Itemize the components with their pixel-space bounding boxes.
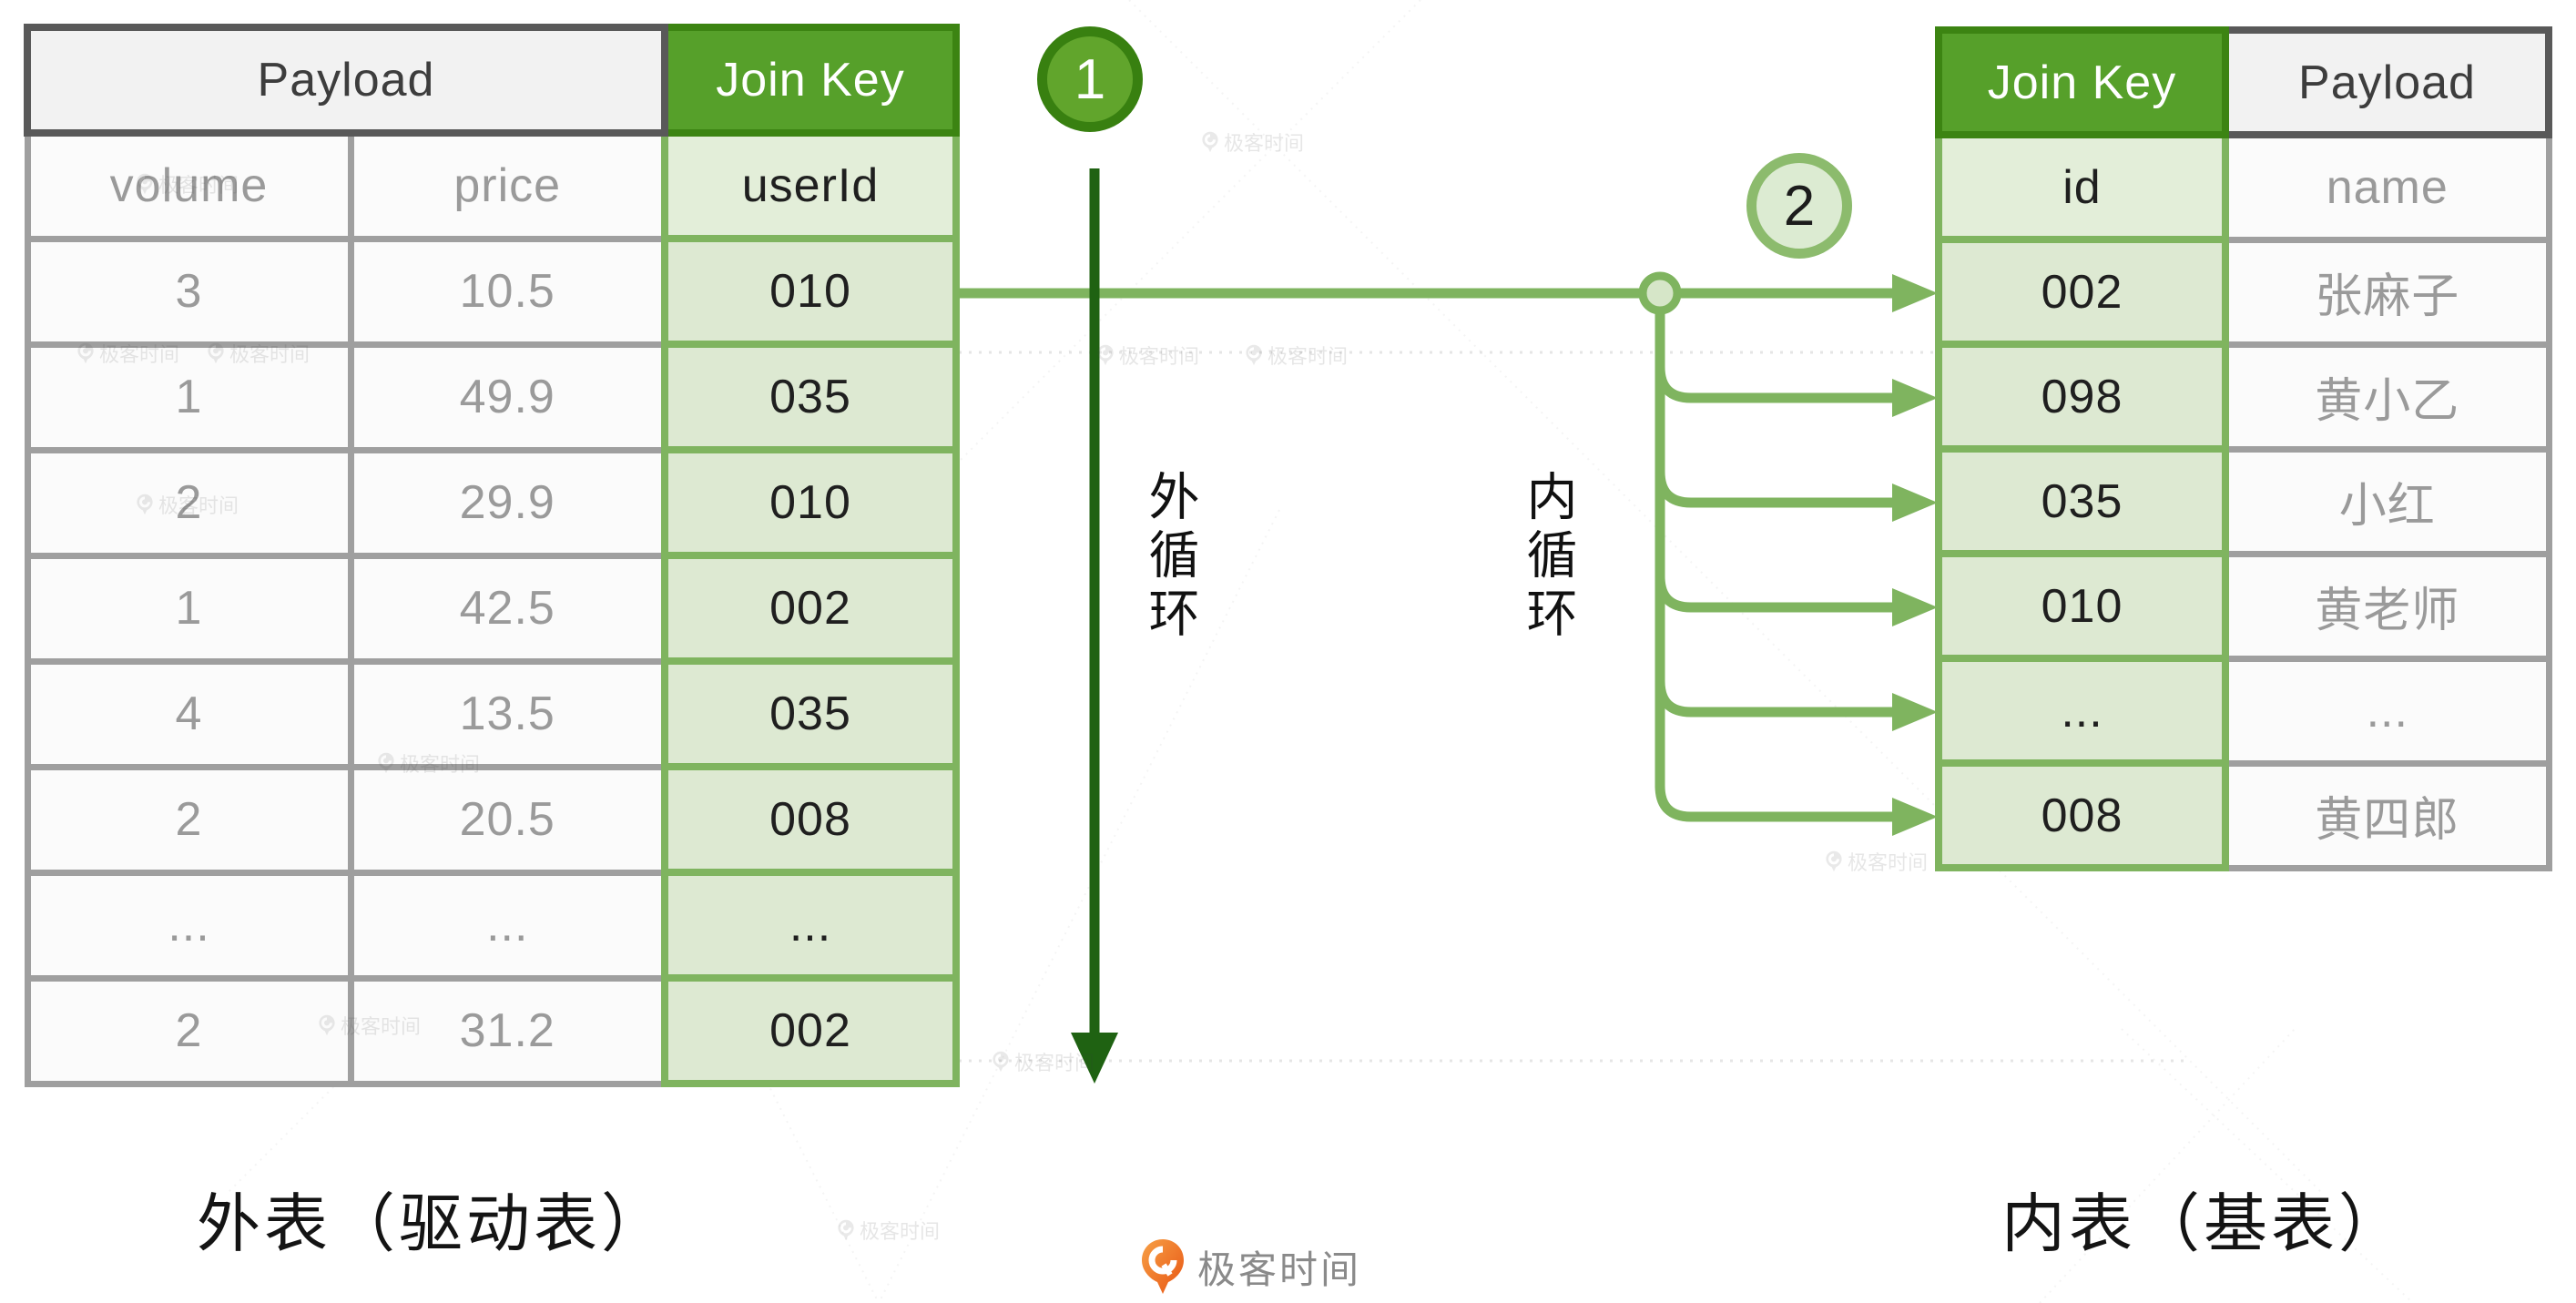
watermark-stamp: 极客时间 bbox=[319, 1011, 421, 1040]
value-cell: 13.5 bbox=[347, 657, 668, 770]
value-cell: 42.5 bbox=[347, 552, 668, 665]
watermark-stamp: 极客时间 bbox=[137, 169, 239, 199]
join-key-value-cell: 008 bbox=[661, 763, 960, 876]
value-cell: 1 bbox=[24, 552, 354, 665]
value-cell: 黄小乙 bbox=[2222, 341, 2552, 453]
inner-loop-connector-lines bbox=[958, 288, 1896, 822]
join-key-header-cell: Join Key bbox=[1935, 26, 2229, 138]
join-key-value-cell: 010 bbox=[1935, 550, 2229, 662]
watermark-text: 极客时间 bbox=[229, 343, 311, 366]
branch-node-dot bbox=[1638, 271, 1682, 315]
watermark-text: 极客时间 bbox=[400, 753, 481, 776]
watermark-text: 极客时间 bbox=[1119, 345, 1200, 368]
payload-header-cell: Payload bbox=[2222, 26, 2552, 138]
value-cell: ... bbox=[24, 869, 354, 982]
watermark-pin-icon bbox=[1826, 850, 1842, 872]
watermark-stamp: 极客时间 bbox=[1246, 341, 1348, 370]
join-key-value-cell: 035 bbox=[1935, 445, 2229, 557]
value-cell: 小红 bbox=[2222, 445, 2552, 557]
watermark-pin-icon bbox=[993, 1051, 1009, 1073]
column-label-cell: price bbox=[347, 129, 668, 242]
outer-loop-arrow bbox=[1071, 168, 1118, 1084]
value-cell: 2 bbox=[24, 974, 354, 1087]
outer-loop-label: 外循环 bbox=[1142, 470, 1199, 645]
value-cell: 黄四郎 bbox=[2222, 759, 2552, 871]
watermark-text: 极客时间 bbox=[99, 343, 180, 366]
column-label-cell: volume bbox=[24, 129, 354, 242]
watermark-pin-icon bbox=[137, 494, 153, 515]
value-cell: 1 bbox=[24, 341, 354, 453]
inner-loop-label: 内循环 bbox=[1520, 470, 1577, 645]
join-key-column-label-cell: id bbox=[1935, 131, 2229, 243]
watermark-stamp: 极客时间 bbox=[208, 339, 310, 368]
watermark-stamp: 极客时间 bbox=[993, 1047, 1095, 1076]
join-key-value-cell: 098 bbox=[1935, 341, 2229, 453]
watermark-pin-icon bbox=[77, 342, 94, 364]
value-cell: 2 bbox=[24, 446, 354, 559]
geektime-pin-icon bbox=[1142, 1239, 1184, 1294]
join-key-value-cell: 002 bbox=[661, 974, 960, 1087]
watermark-pin-icon bbox=[137, 173, 153, 195]
value-cell: 黄老师 bbox=[2222, 550, 2552, 662]
join-key-value-cell: ... bbox=[661, 869, 960, 982]
watermark-stamp: 极客时间 bbox=[1097, 341, 1199, 370]
join-key-column-label-cell: userId bbox=[661, 129, 960, 242]
outer-table-caption: 外表（驱动表） bbox=[197, 1188, 668, 1259]
watermark-stamp: 极客时间 bbox=[1826, 847, 1928, 876]
join-key-value-cell: 010 bbox=[661, 446, 960, 559]
join-key-value-cell: 008 bbox=[1935, 759, 2229, 871]
value-cell: 10.5 bbox=[347, 235, 668, 348]
value-cell: 29.9 bbox=[347, 446, 668, 559]
watermark-stamp: 极客时间 bbox=[838, 1216, 940, 1245]
watermark-pin-icon bbox=[1246, 344, 1262, 366]
watermark-text: 极客时间 bbox=[341, 1015, 422, 1038]
join-key-value-cell: 010 bbox=[661, 235, 960, 348]
value-cell: 20.5 bbox=[347, 763, 668, 876]
watermark-pin-icon bbox=[378, 752, 394, 774]
watermark-pin-icon bbox=[838, 1219, 854, 1241]
watermark-pin-icon bbox=[1202, 131, 1218, 153]
join-key-value-cell: 035 bbox=[661, 341, 960, 453]
inner-loop-arrowheads bbox=[1892, 274, 1938, 836]
value-cell: 3 bbox=[24, 235, 354, 348]
watermark-pin-icon bbox=[1097, 344, 1114, 366]
watermark-stamp: 极客时间 bbox=[77, 339, 179, 368]
watermark-stamp: 极客时间 bbox=[137, 490, 239, 519]
join-key-value-cell: 002 bbox=[1935, 236, 2229, 348]
value-cell: 4 bbox=[24, 657, 354, 770]
watermark-text: 极客时间 bbox=[1268, 345, 1349, 368]
join-key-value-cell: 035 bbox=[661, 657, 960, 770]
watermark-pin-icon bbox=[319, 1014, 335, 1036]
payload-header-cell: Payload bbox=[24, 24, 668, 137]
value-cell: 张麻子 bbox=[2222, 236, 2552, 348]
step-2-badge: 2 bbox=[1746, 153, 1852, 259]
step-1-badge: 1 bbox=[1037, 26, 1143, 132]
value-cell: ... bbox=[347, 869, 668, 982]
watermark-text: 极客时间 bbox=[1224, 132, 1305, 155]
column-label-cell: name bbox=[2222, 131, 2552, 243]
watermark-text: 极客时间 bbox=[158, 494, 239, 517]
watermark-text: 极客时间 bbox=[158, 174, 239, 197]
join-key-header-cell: Join Key bbox=[661, 24, 960, 137]
watermark-pin-icon bbox=[208, 342, 224, 364]
join-key-value-cell: ... bbox=[1935, 655, 2229, 767]
value-cell: 49.9 bbox=[347, 341, 668, 453]
inner-table-caption: 内表（基表） bbox=[2001, 1188, 2406, 1259]
watermark-stamp: 极客时间 bbox=[378, 748, 480, 778]
value-cell: 31.2 bbox=[347, 974, 668, 1087]
watermark-text: 极客时间 bbox=[1014, 1052, 1095, 1074]
watermark-text: 极客时间 bbox=[1848, 851, 1929, 874]
geektime-logo-text: 极客时间 bbox=[1197, 1247, 1362, 1291]
watermark-text: 极客时间 bbox=[860, 1220, 941, 1243]
value-cell: 2 bbox=[24, 763, 354, 876]
watermark-stamp: 极客时间 bbox=[1202, 127, 1304, 157]
join-key-value-cell: 002 bbox=[661, 552, 960, 665]
geektime-logo: 极客时间 bbox=[1141, 1238, 1361, 1295]
value-cell: ... bbox=[2222, 655, 2552, 767]
